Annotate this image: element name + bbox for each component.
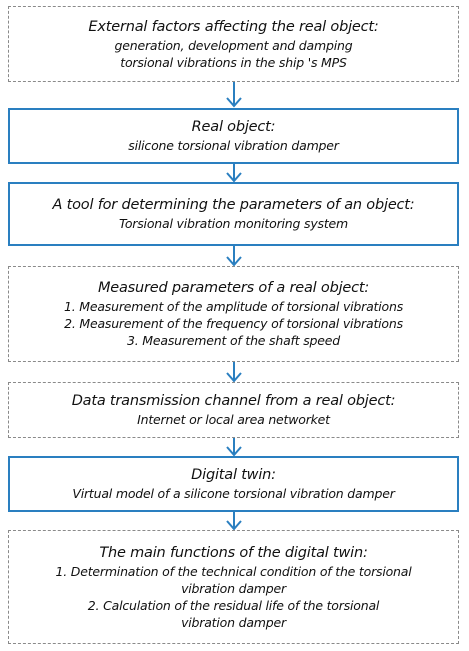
block-line: Virtual model of a silicone torsional vi… [72,486,395,501]
block-data-transmission: Data transmission channel from a real ob… [8,382,459,438]
block-title: The main functions of the digital twin: [99,544,368,561]
block-line: 2. Calculation of the residual life of t… [87,597,380,613]
arrow-down-icon [226,164,242,182]
flow-arrow-3 [224,246,244,266]
block-title: Digital twin: [191,467,276,483]
block-main-functions: The main functions of the digital twin: … [8,530,459,644]
block-measured-parameters: Measured parameters of a real object: 1.… [8,266,459,362]
block-line: torsional vibrations in the ship 's MPS [120,54,347,70]
block-title: External factors affecting the real obje… [88,18,379,35]
flow-arrow-1 [224,82,244,108]
block-line: 3. Measurement of the shaft speed [126,333,340,348]
block-line: silicone torsional vibration damper [128,138,339,153]
block-line: Internet or local area networket [137,412,330,427]
block-digital-twin: Digital twin: Virtual model of a silicon… [8,456,459,512]
block-line: vibration damper [181,614,286,630]
arrow-down-icon [226,512,242,530]
block-title: Data transmission channel from a real ob… [71,393,396,409]
block-tool: A tool for determining the parameters of… [8,182,459,246]
block-line: 1. Determination of the technical condit… [55,563,412,579]
block-external-factors: External factors affecting the real obje… [8,6,459,82]
arrow-down-icon [226,362,242,382]
block-title: A tool for determining the parameters of… [52,197,415,213]
flow-arrow-5 [224,438,244,456]
flow-arrow-4 [224,362,244,382]
block-line: vibration damper [181,580,286,596]
arrow-down-icon [226,82,242,108]
block-title: Measured parameters of a real object: [97,280,370,296]
flow-arrow-6 [224,512,244,530]
block-line: 2. Measurement of the frequency of torsi… [64,316,403,331]
block-line: Torsional vibration monitoring system [118,216,349,231]
block-line: 1. Measurement of the amplitude of torsi… [63,299,404,314]
arrow-down-icon [226,246,242,266]
block-title: Real object: [191,119,276,135]
block-real-object: Real object: silicone torsional vibratio… [8,108,459,164]
block-line: generation, development and damping [114,37,353,53]
flow-arrow-2 [224,164,244,182]
arrow-down-icon [226,438,242,456]
